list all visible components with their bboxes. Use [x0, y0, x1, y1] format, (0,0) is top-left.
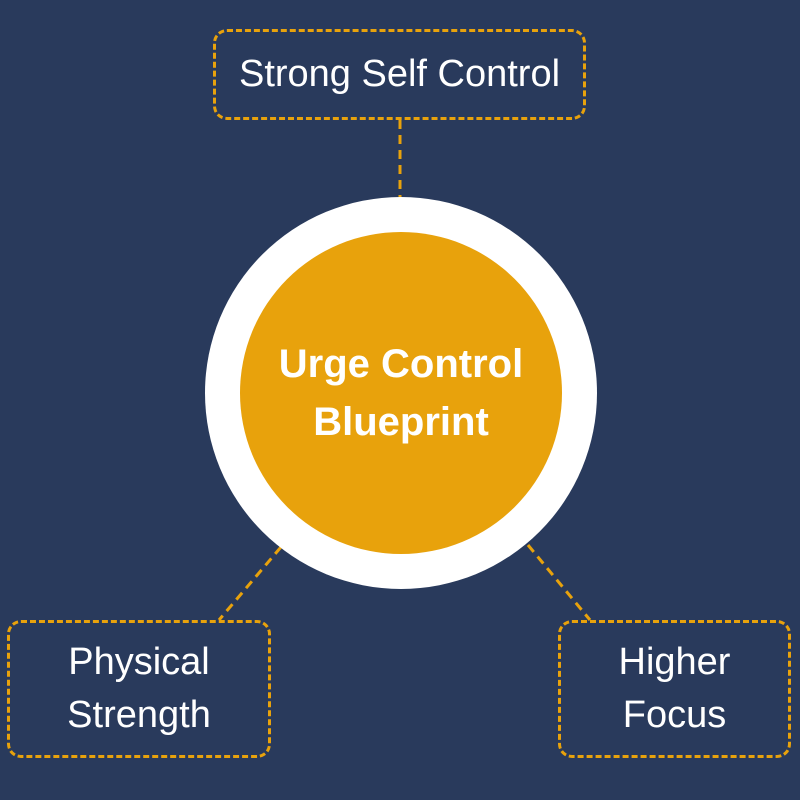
connector-left: [217, 546, 283, 621]
node-label-line-1: Physical: [68, 640, 210, 683]
node-higher-focus: Higher Focus: [558, 620, 791, 758]
node-label-line-2: Strength: [67, 694, 211, 736]
node-label-line-2: Focus: [622, 694, 727, 736]
node-label-line-1: Higher: [618, 640, 731, 683]
connector-right: [526, 544, 592, 621]
node-strong-self-control: Strong Self Control: [213, 29, 586, 120]
node-physical-strength: Physical Strength: [7, 620, 271, 758]
center-title-line-2: Blueprint: [313, 400, 489, 444]
node-label: Strong Self Control: [238, 52, 561, 95]
center-node: Urge Control Blueprint: [240, 232, 562, 554]
center-title-line-1: Urge Control: [278, 342, 524, 386]
